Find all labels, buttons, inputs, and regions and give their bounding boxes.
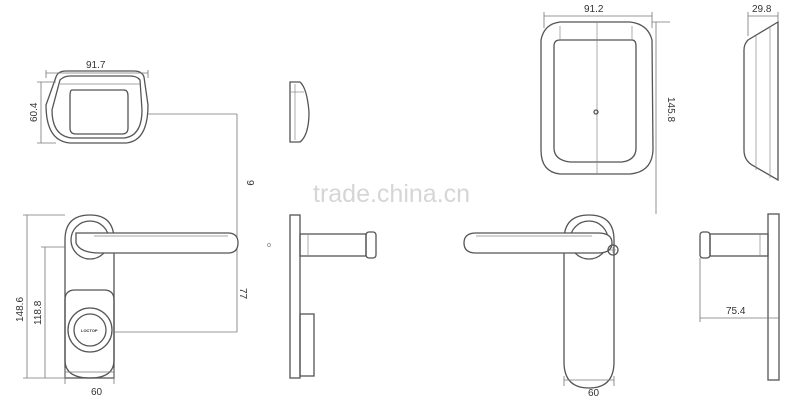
brand-mark: LOCTOP [81, 328, 98, 333]
right-handle-side-view [699, 213, 780, 381]
dim-handle-projection: 77 [237, 288, 248, 300]
left-lock-side-view [289, 81, 310, 143]
dim-left-lock-height: 60.4 [29, 102, 40, 122]
dim-reader-height: 145.8 [665, 97, 676, 122]
dim-reader-depth: 29.8 [752, 4, 772, 15]
dim-keyhole-height: 118.8 [33, 300, 44, 325]
left-lock-top-view [45, 70, 149, 144]
dim-plate-width-right: 60 [588, 388, 600, 399]
left-handle-side-view [289, 214, 377, 379]
right-handle-front-view [463, 214, 619, 389]
dim-left-lock-width: 91.7 [86, 60, 106, 71]
dim-handle-depth: 75.4 [726, 306, 746, 317]
watermark: trade.china.cn [313, 180, 470, 208]
dim-plate-height: 148.6 [15, 297, 26, 322]
left-handle-front-view: LOCTOP [64, 214, 239, 379]
right-reader-side-view [743, 20, 779, 182]
center-mark [267, 243, 271, 247]
dim-reader-vertical-partial: 9 [244, 180, 255, 186]
dim-reader-width: 91.2 [584, 4, 604, 15]
dim-plate-width-left: 60 [91, 387, 103, 398]
right-reader-front-view [540, 21, 654, 175]
